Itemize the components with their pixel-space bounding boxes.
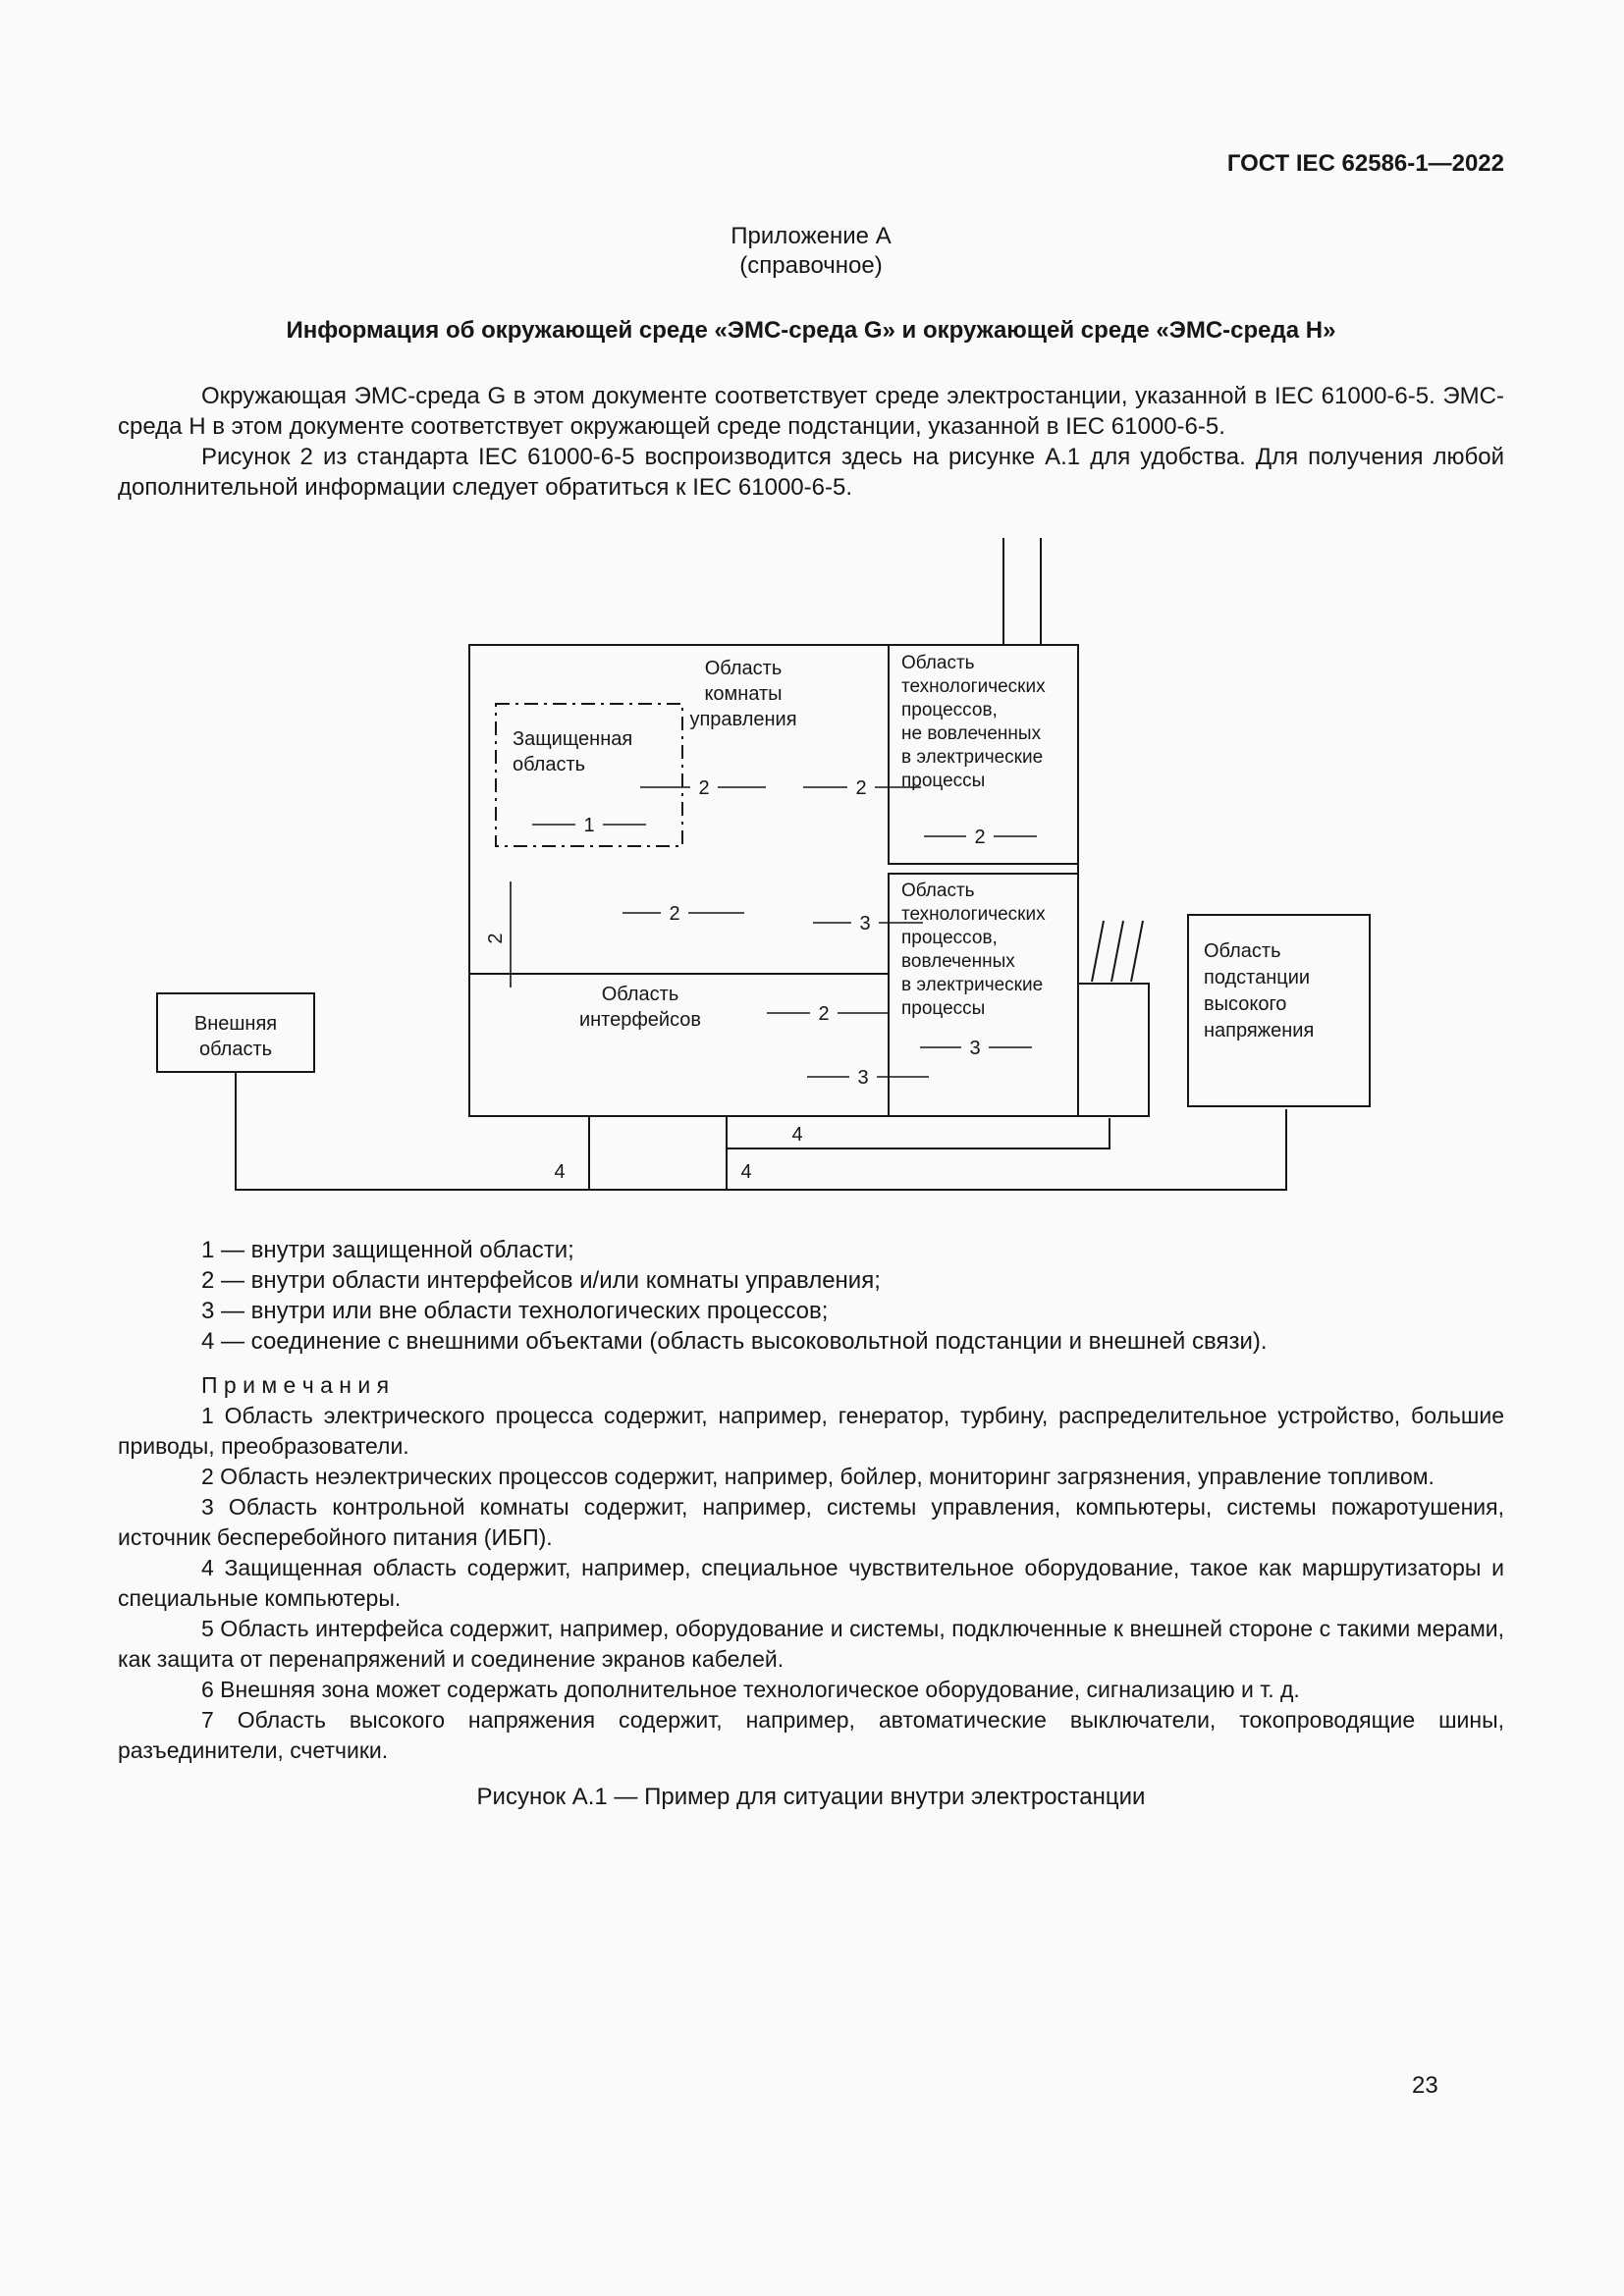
bushing-line-2 [1110,920,1124,983]
body-paragraph-2: Рисунок 2 из стандарта IEC 61000-6-5 вос… [118,444,1504,501]
port-2-label-rotated: 2 [485,933,507,943]
external-area-label: Внешняя область [193,1013,278,1060]
note-1: 1 Область электрического процесса содерж… [118,1403,1504,1459]
process-non-electrical-label: Область технологических процессов, не во… [901,653,1046,791]
appendix-title: Информация об окружающей среде «ЭМС-сред… [286,317,1336,344]
port-2-label: 2 [669,903,679,925]
port-1-label: 1 [583,815,594,836]
port-2-label: 2 [974,827,985,848]
bushing-bay-box [1077,983,1150,1117]
port-3-label: 3 [969,1038,980,1059]
hv-substation-box [1187,914,1371,1107]
figure-canvas: 1 2 2 2 3 2 3 2 3 2 4 4 4 В [137,532,1384,1219]
standard-code: ГОСТ IEC 62586-1—2022 [1226,150,1504,177]
control-room-area-label: Область комнаты управления [689,658,797,730]
note-7: 7 Область высокого напряжения содержит, … [118,1707,1504,1763]
note-5: 5 Область интерфейса содержит, например,… [118,1616,1504,1672]
note-6: 6 Внешняя зона может содержать дополните… [201,1677,1300,1702]
hv-substation-label: Область подстанции высокого напряжения [1204,940,1315,1041]
legend-item-4: 4 — соединение с внешними объектами (обл… [201,1328,1268,1355]
protected-area-box [495,703,683,847]
bushing-line-3 [1130,920,1144,983]
external-connection-route [235,1072,1287,1191]
port-4-label: 4 [791,1124,802,1146]
appendix-kind: (справочное) [739,252,883,279]
legend-item-1: 1 — внутри защищенной области; [201,1237,574,1263]
port-2-label: 2 [698,777,709,799]
notes-title: П р и м е ч а н и я [201,1372,390,1398]
port-4-label: 4 [740,1161,751,1183]
figure-a1: 1 2 2 2 3 2 3 2 3 2 4 4 4 В [118,532,1504,1219]
legend-item-3: 3 — внутри или вне области технологическ… [201,1298,829,1324]
interfaces-area-label: Область интерфейсов [578,984,702,1031]
note-2: 2 Область неэлектрических процессов соде… [201,1464,1435,1489]
bushing-connection-route [727,1118,1110,1149]
bushing-line-1 [1091,920,1105,983]
page-number: 23 [1412,2072,1438,2099]
process-electrical-label: Область технологических процессов, вовле… [901,881,1046,1019]
port-number-labels: 1 2 2 2 3 2 3 2 3 2 4 4 4 [485,777,986,1183]
port-3-label: 3 [859,913,870,934]
port-2-label: 2 [855,777,866,799]
figure-a1-diagram: 1 2 2 2 3 2 3 2 3 2 4 4 4 [156,538,1371,1191]
port-2-label: 2 [818,1003,829,1025]
note-3: 3 Область контрольной комнаты содержит, … [118,1494,1504,1550]
figure-legend: 1 — внутри защищенной области; 2 — внутр… [118,1235,1504,1357]
appendix-label: Приложение А [731,223,892,249]
body-paragraph-1: Окружающая ЭМС-среда G в этом документе … [118,383,1504,440]
figure-caption: Рисунок А.1 — Пример для ситуации внутри… [476,1784,1146,1810]
note-4: 4 Защищенная область содержит, например,… [118,1555,1504,1611]
port-3-label: 3 [857,1067,868,1089]
legend-item-2: 2 — внутри области интерфейсов и/или ком… [201,1267,881,1294]
protected-area-label: Защищенная область [513,728,633,775]
port-4-label: 4 [554,1161,565,1183]
process-non-electrical-box [888,644,1079,865]
